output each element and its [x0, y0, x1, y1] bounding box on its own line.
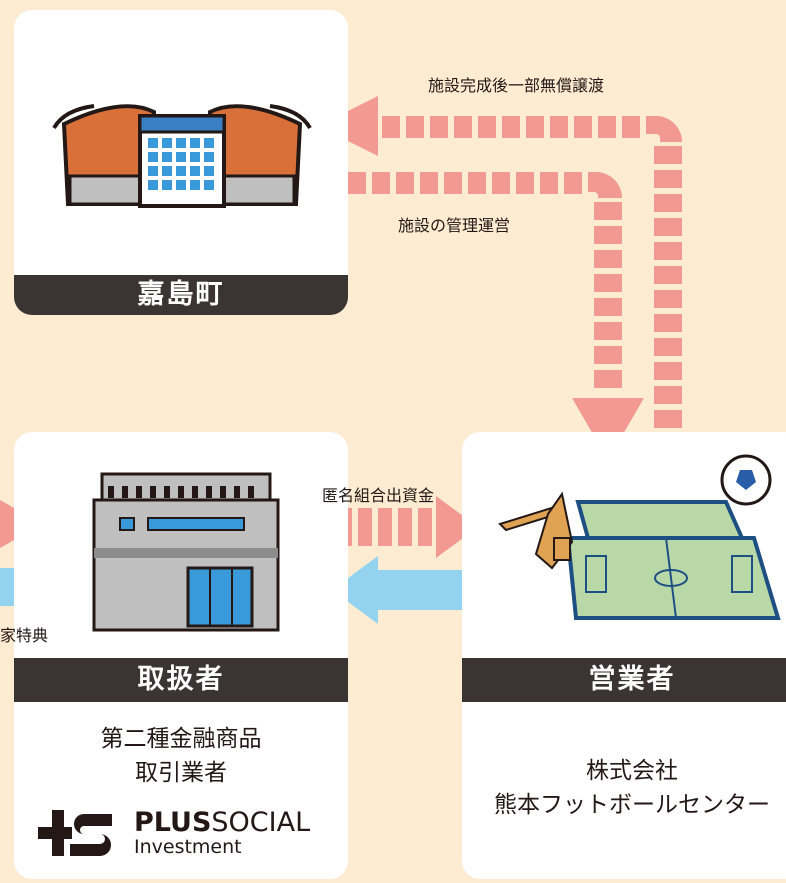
perk-label: 家特典 — [0, 626, 49, 645]
investment-label: 匿名組合出資金 — [322, 486, 435, 505]
management-arrow — [348, 172, 644, 460]
office-building-icon — [92, 472, 280, 632]
logo-brand-bold: PLUS — [134, 807, 212, 838]
transfer-label: 施設完成後一部無償譲渡 — [428, 76, 605, 95]
operator-desc-line1: 株式会社 — [586, 758, 678, 784]
operator-name: 営業者 — [462, 658, 786, 702]
plus-social-mark-icon — [38, 810, 112, 856]
plus-social-logo: PLUSSOCIAL Investment — [38, 808, 328, 860]
operator-card: 営業者 株式会社 熊本フットボールセンター — [462, 432, 786, 879]
stadium-icon — [52, 104, 312, 208]
football-field-icon — [498, 454, 781, 620]
transfer-arrow — [318, 96, 682, 428]
management-label: 施設の管理運営 — [398, 216, 511, 235]
dealer-name: 取扱者 — [14, 658, 348, 702]
town-card: 嘉島町 — [14, 10, 348, 315]
dealer-desc-line2: 取引業者 — [135, 760, 227, 786]
operator-desc-line2: 熊本フットボールセンター — [494, 792, 770, 818]
dealer-desc-line1: 第二種金融商品 — [100, 726, 262, 752]
logo-brand-light: SOCIAL — [211, 807, 311, 838]
logo-sub: Investment — [134, 836, 242, 858]
town-name: 嘉島町 — [14, 275, 348, 315]
dealer-card: 取扱者 第二種金融商品 取引業者 — [14, 432, 348, 879]
